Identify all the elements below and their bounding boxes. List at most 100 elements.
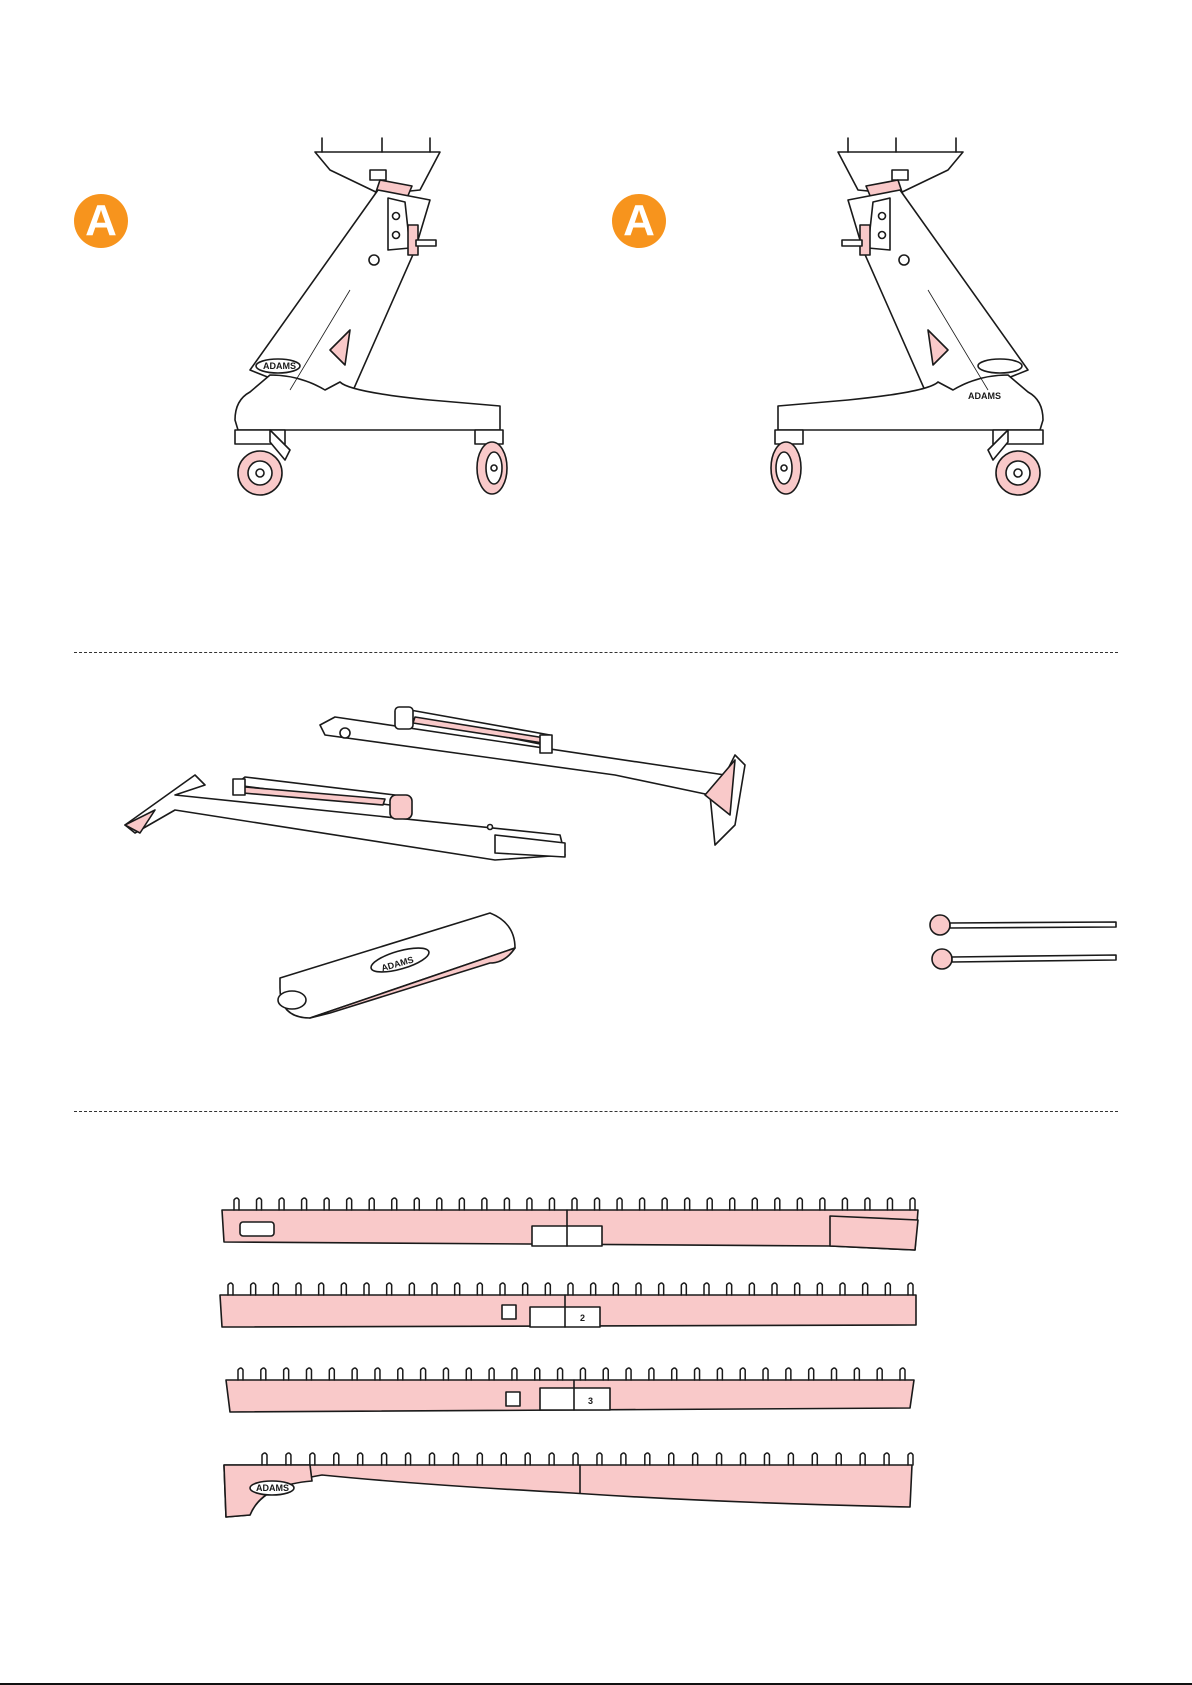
rail-hook xyxy=(786,1368,791,1380)
rail-hook xyxy=(535,1368,540,1380)
rail-hook xyxy=(595,1198,600,1210)
rail-hook xyxy=(406,1453,411,1465)
rail-hook xyxy=(437,1198,442,1210)
brand-logo: ADAMS xyxy=(256,1483,289,1493)
rail-hook xyxy=(597,1453,602,1465)
rail-plate-label: 2 xyxy=(580,1313,585,1323)
rail-hook xyxy=(812,1453,817,1465)
rail-hook xyxy=(788,1453,793,1465)
rail-hook xyxy=(741,1453,746,1465)
rail-hook xyxy=(636,1283,641,1295)
rail-hook xyxy=(820,1198,825,1210)
rail-hook xyxy=(364,1283,369,1295)
rail-hook xyxy=(523,1283,528,1295)
rail-hook xyxy=(659,1283,664,1295)
rail-hook xyxy=(512,1368,517,1380)
rail-hook xyxy=(763,1368,768,1380)
rail-hook xyxy=(863,1283,868,1295)
rail-hook xyxy=(749,1283,754,1295)
resonator-rail-1 xyxy=(220,1190,920,1260)
rail-hook xyxy=(887,1198,892,1210)
rail-hook xyxy=(262,1453,267,1465)
rail-hook xyxy=(257,1198,262,1210)
rail-hook xyxy=(572,1198,577,1210)
rail-hook xyxy=(414,1198,419,1210)
rail-hook xyxy=(466,1368,471,1380)
rail-hook xyxy=(840,1283,845,1295)
rail-hook xyxy=(284,1368,289,1380)
rail-hook xyxy=(501,1453,506,1465)
rail-hook xyxy=(352,1368,357,1380)
rail-hook xyxy=(296,1283,301,1295)
rail-hook xyxy=(545,1283,550,1295)
rail-hook xyxy=(717,1453,722,1465)
rail-hook xyxy=(900,1368,905,1380)
resonator-rail-2: 2 xyxy=(218,1275,918,1345)
rail-hook xyxy=(764,1453,769,1465)
rail-hook xyxy=(752,1198,757,1210)
cross-brace-lower xyxy=(115,765,575,885)
rail-hook xyxy=(626,1368,631,1380)
rail-hook xyxy=(685,1198,690,1210)
rail-hook xyxy=(707,1198,712,1210)
rail-hook xyxy=(334,1453,339,1465)
rail-hook xyxy=(251,1283,256,1295)
rail-hook xyxy=(387,1283,392,1295)
rail-hook xyxy=(234,1198,239,1210)
rail-hook xyxy=(549,1453,554,1465)
rail-hook xyxy=(525,1453,530,1465)
rail-hook xyxy=(717,1368,722,1380)
rail-hook xyxy=(704,1283,709,1295)
rail-hook xyxy=(662,1198,667,1210)
rail-hook xyxy=(549,1198,554,1210)
rail-hook xyxy=(358,1453,363,1465)
frame-side-right: ADAMS xyxy=(728,130,1048,530)
rail-hook xyxy=(877,1368,882,1380)
rail-hook xyxy=(854,1368,859,1380)
rail-hook xyxy=(809,1368,814,1380)
part-badge-right: A xyxy=(612,194,666,248)
rail-hook xyxy=(693,1453,698,1465)
rail-hook xyxy=(482,1198,487,1210)
rail-hook xyxy=(730,1198,735,1210)
storage-cover: ADAMS xyxy=(270,908,530,1038)
rail-hook xyxy=(489,1368,494,1380)
rail-hook xyxy=(302,1198,307,1210)
rail-hook xyxy=(558,1368,563,1380)
rail-hook xyxy=(621,1453,626,1465)
rail-hook xyxy=(286,1453,291,1465)
rail-hook xyxy=(672,1368,677,1380)
rail-hook xyxy=(398,1368,403,1380)
rail-hook xyxy=(908,1453,913,1465)
rail-hook xyxy=(429,1453,434,1465)
rail-hook xyxy=(455,1283,460,1295)
rail-hook xyxy=(740,1368,745,1380)
rail-hook xyxy=(310,1453,315,1465)
brand-logo: ADAMS xyxy=(968,391,1001,401)
rail-hook xyxy=(228,1283,233,1295)
rail-hook xyxy=(382,1453,387,1465)
rail-hook xyxy=(603,1368,608,1380)
rail-hook xyxy=(797,1198,802,1210)
rail-hook xyxy=(453,1453,458,1465)
rail-hook xyxy=(832,1368,837,1380)
rail-hook xyxy=(645,1453,650,1465)
rail-hook xyxy=(568,1283,573,1295)
resonator-rail-3: 3 xyxy=(224,1360,924,1430)
rail-hook xyxy=(695,1368,700,1380)
rail-hook xyxy=(375,1368,380,1380)
rail-hook xyxy=(324,1198,329,1210)
rail-hook xyxy=(669,1453,674,1465)
rail-hook xyxy=(261,1368,266,1380)
rail-hook xyxy=(409,1283,414,1295)
rail-hook xyxy=(273,1283,278,1295)
rail-hook xyxy=(421,1368,426,1380)
rail-hook xyxy=(329,1368,334,1380)
rail-hook xyxy=(341,1283,346,1295)
rail-hook xyxy=(795,1283,800,1295)
rail-hook xyxy=(369,1198,374,1210)
rail-hook xyxy=(727,1283,732,1295)
rail-hook xyxy=(432,1283,437,1295)
rail-hook xyxy=(573,1453,578,1465)
rail-hook xyxy=(504,1198,509,1210)
